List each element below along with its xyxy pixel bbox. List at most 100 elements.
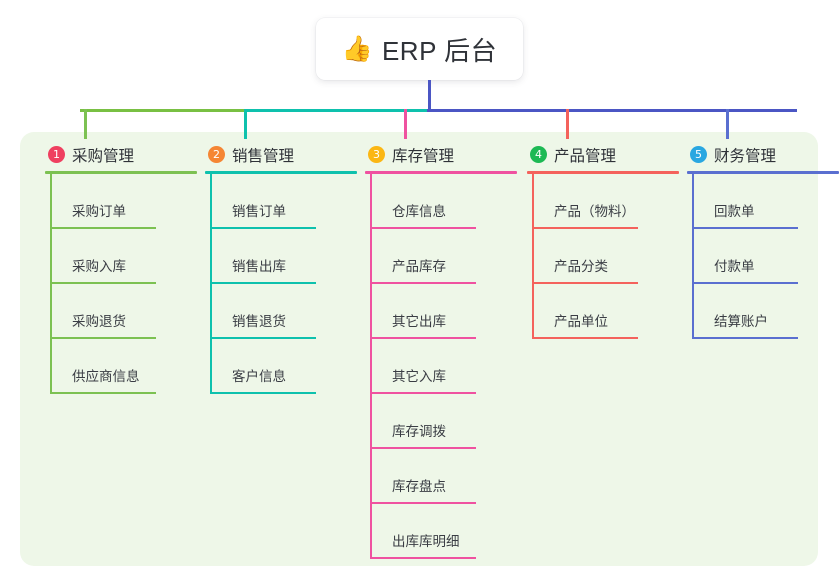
leaf-rule <box>370 557 476 559</box>
leaf-label: 销售订单 <box>232 204 286 219</box>
column-header-5[interactable]: 5 财务管理 <box>687 141 839 168</box>
leaf-item[interactable]: 采购订单 <box>50 174 197 229</box>
leaf-label: 库存调拨 <box>392 424 446 439</box>
leaf-item[interactable]: 产品（物料） <box>532 174 679 229</box>
column-1: 1 采购管理采购订单采购入库采购退货供应商信息 <box>45 141 197 394</box>
thumbs-up-icon: 👍 <box>341 34 373 63</box>
leaf-item[interactable]: 产品库存 <box>370 229 517 284</box>
trunk-segment-teal <box>244 109 430 112</box>
stub-connector-4 <box>566 109 569 139</box>
column-badge-1: 1 <box>48 146 65 163</box>
column-title-2: 销售管理 <box>232 147 295 165</box>
leaf-label: 其它入库 <box>392 369 446 384</box>
column-rule-3 <box>365 171 517 174</box>
leaf-label: 回款单 <box>714 204 755 219</box>
leaf-item[interactable]: 销售订单 <box>210 174 357 229</box>
column-title-1: 采购管理 <box>72 147 135 165</box>
column-rule-4 <box>527 171 679 174</box>
leaf-item[interactable]: 其它出库 <box>370 284 517 339</box>
spine-4 <box>532 174 534 339</box>
leaf-label: 产品单位 <box>554 314 608 329</box>
leaf-label: 采购退货 <box>72 314 126 329</box>
column-title-5: 财务管理 <box>714 147 777 165</box>
stub-connector-1 <box>84 109 87 139</box>
leaf-rule <box>50 337 156 339</box>
leaf-item[interactable]: 产品分类 <box>532 229 679 284</box>
leaf-item[interactable]: 其它入库 <box>370 339 517 394</box>
leaf-label: 销售退货 <box>232 314 286 329</box>
leaf-list-4: 产品（物料） 产品分类产品单位 <box>532 174 679 339</box>
leaf-item[interactable]: 供应商信息 <box>50 339 197 394</box>
leaf-rule <box>532 282 638 284</box>
column-3: 3 库存管理仓库信息产品库存其它出库其它入库库存调拨库存盘点出库库明细 <box>365 141 517 559</box>
leaf-item[interactable]: 产品单位 <box>532 284 679 339</box>
column-5: 5 财务管理回款单付款单结算账户 <box>687 141 839 339</box>
leaf-rule <box>50 227 156 229</box>
leaf-rule <box>370 502 476 504</box>
leaf-item[interactable]: 销售退货 <box>210 284 357 339</box>
spine-3 <box>370 174 372 559</box>
trunk-segment-indigo <box>427 109 797 112</box>
spine-5 <box>692 174 694 339</box>
leaf-label: 结算账户 <box>714 314 768 329</box>
leaf-rule <box>210 392 316 394</box>
leaf-rule <box>692 337 798 339</box>
root-node-title: ERP 后台 <box>381 35 498 66</box>
leaf-item[interactable]: 付款单 <box>692 229 839 284</box>
leaf-label: 采购订单 <box>72 204 126 219</box>
leaf-item[interactable]: 采购退货 <box>50 284 197 339</box>
column-header-1[interactable]: 1 采购管理 <box>45 141 197 168</box>
leaf-label: 出库库明细 <box>392 534 460 549</box>
leaf-label: 采购入库 <box>72 259 126 274</box>
leaf-rule <box>50 282 156 284</box>
diagram-panel <box>20 132 818 566</box>
leaf-label: 仓库信息 <box>392 204 446 219</box>
leaf-rule <box>532 337 638 339</box>
root-node-card[interactable]: 👍 ERP 后台 <box>316 18 523 80</box>
leaf-rule <box>50 392 156 394</box>
leaf-label: 其它出库 <box>392 314 446 329</box>
leaf-rule <box>370 447 476 449</box>
stub-connector-3 <box>404 109 407 139</box>
stub-connector-5 <box>726 109 729 139</box>
leaf-rule <box>370 337 476 339</box>
leaf-item[interactable]: 出库库明细 <box>370 504 517 559</box>
column-badge-2: 2 <box>208 146 225 163</box>
spine-2 <box>210 174 212 394</box>
leaf-list-2: 销售订单销售出库销售退货客户信息 <box>210 174 357 394</box>
column-rule-2 <box>205 171 357 174</box>
leaf-item[interactable]: 采购入库 <box>50 229 197 284</box>
leaf-rule <box>210 337 316 339</box>
leaf-item[interactable]: 回款单 <box>692 174 839 229</box>
leaf-item[interactable]: 客户信息 <box>210 339 357 394</box>
leaf-list-1: 采购订单采购入库采购退货供应商信息 <box>50 174 197 394</box>
leaf-label: 产品分类 <box>554 259 608 274</box>
column-badge-3: 3 <box>368 146 385 163</box>
leaf-item[interactable]: 结算账户 <box>692 284 839 339</box>
column-title-3: 库存管理 <box>392 147 455 165</box>
leaf-rule <box>692 227 798 229</box>
leaf-rule <box>370 392 476 394</box>
leaf-label: 产品库存 <box>392 259 446 274</box>
column-badge-4: 4 <box>530 146 547 163</box>
column-header-2[interactable]: 2 销售管理 <box>205 141 357 168</box>
stub-connector-2 <box>244 109 247 139</box>
leaf-label: 销售出库 <box>232 259 286 274</box>
leaf-item[interactable]: 仓库信息 <box>370 174 517 229</box>
leaf-item[interactable]: 销售出库 <box>210 229 357 284</box>
column-badge-5: 5 <box>690 146 707 163</box>
leaf-rule <box>532 227 638 229</box>
column-rule-5 <box>687 171 839 174</box>
column-header-3[interactable]: 3 库存管理 <box>365 141 517 168</box>
leaf-rule <box>210 282 316 284</box>
spine-1 <box>50 174 52 394</box>
leaf-item[interactable]: 库存盘点 <box>370 449 517 504</box>
root-stem-connector <box>428 80 431 111</box>
trunk-segment-green <box>80 109 244 112</box>
leaf-label: 库存盘点 <box>392 479 446 494</box>
leaf-item[interactable]: 库存调拨 <box>370 394 517 449</box>
leaf-label: 客户信息 <box>232 369 286 384</box>
